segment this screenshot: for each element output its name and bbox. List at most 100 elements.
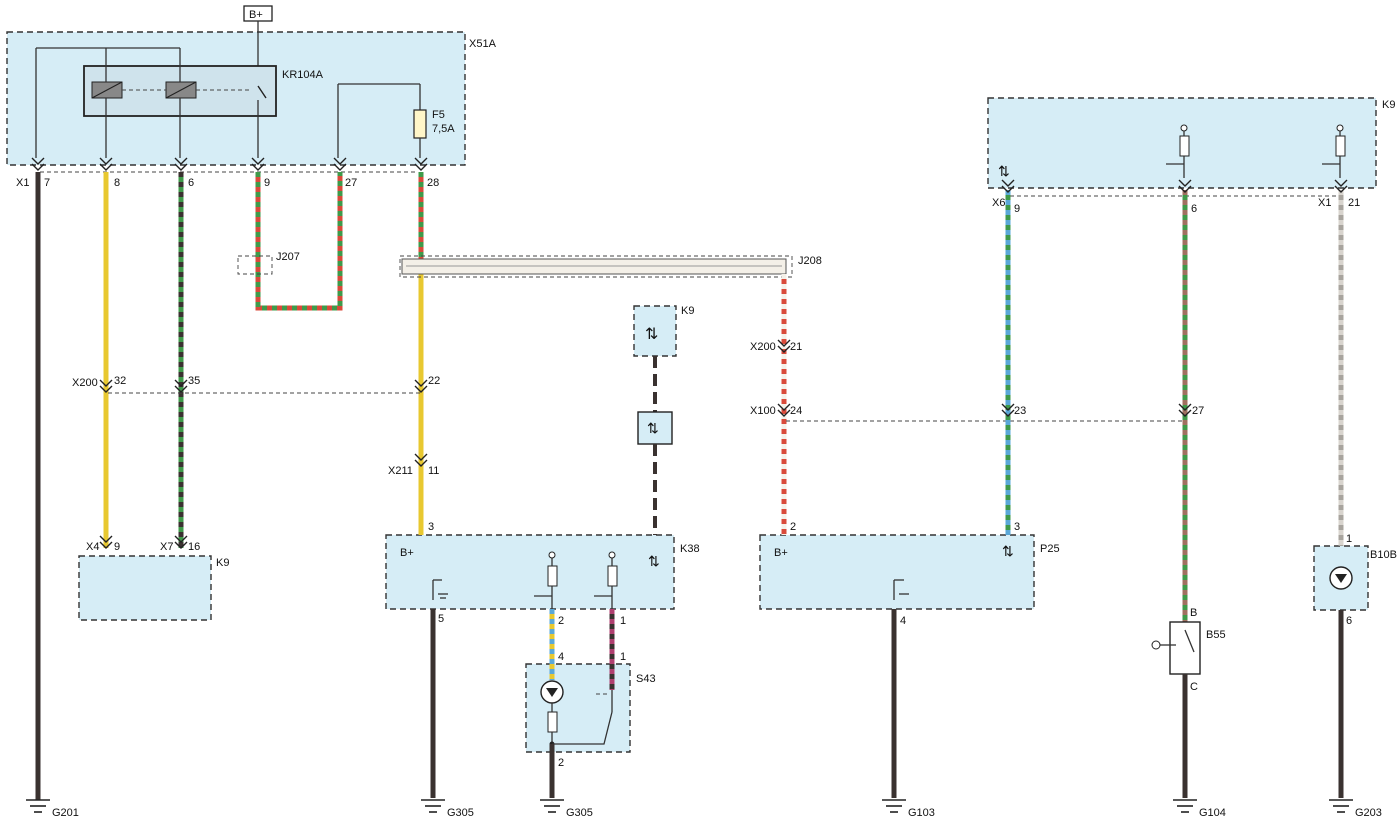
pin-k38-5: 5 <box>438 613 444 625</box>
svg-text:⇅: ⇅ <box>1002 543 1014 559</box>
pin-x1-6: 6 <box>188 177 194 189</box>
s43-label: S43 <box>636 673 656 685</box>
ground-symbol-4 <box>1173 799 1197 813</box>
x51a-label: X51A <box>469 38 497 50</box>
pin-x1-9: 9 <box>264 177 270 189</box>
pin-b10b-1: 1 <box>1346 533 1352 545</box>
fuse-f5 <box>413 109 427 139</box>
pin-p25-3: 3 <box>1014 521 1020 533</box>
fuse-f5-label: F5 <box>432 109 445 121</box>
k9-mid-module <box>633 305 677 357</box>
b10b-label: B10B <box>1370 549 1397 561</box>
pin-x1-27: 27 <box>345 177 357 189</box>
k38-module <box>385 534 675 610</box>
pin-x100-27: 27 <box>1192 405 1204 417</box>
j207-splice <box>237 255 273 275</box>
x100-connector-pin-24 <box>777 403 791 417</box>
k9-left-connector-pin-0 <box>99 535 113 549</box>
p25-label: P25 <box>1040 543 1060 555</box>
pin-x200-22: 22 <box>428 375 440 387</box>
pin-x211-11: 11 <box>428 465 439 477</box>
battery-label: B+ <box>249 9 263 21</box>
pin-x200-35: 35 <box>188 375 200 387</box>
x1-connector-pin-0 <box>31 157 45 171</box>
ground-g201: G201 <box>52 807 79 819</box>
k9-left-module <box>78 555 212 621</box>
ground-symbol-0 <box>26 799 50 813</box>
bus-coupler <box>637 411 673 445</box>
pin-x100-23: 23 <box>1014 405 1026 417</box>
pin-p25-4: 4 <box>900 615 906 627</box>
pin-x1-7: 7 <box>44 177 50 189</box>
pin-x4-9: 9 <box>114 541 120 553</box>
svg-text:⇅: ⇅ <box>998 163 1010 179</box>
x200-mid-label: X200 <box>750 341 776 353</box>
k9-top-connector-pin-2 <box>1334 179 1348 193</box>
x100-connector-pin-23 <box>1001 403 1015 417</box>
ground-symbol-5 <box>1329 799 1353 813</box>
k9-top-connector-pin-1 <box>1178 179 1192 193</box>
pin-p25-2: 2 <box>790 521 796 533</box>
x1-connector-pin-4 <box>333 157 347 171</box>
x1-connector-pin-5 <box>414 157 428 171</box>
j208-label: J208 <box>798 255 822 267</box>
fuse-f5-rating: 7,5A <box>432 123 455 135</box>
relay-contact <box>257 85 267 99</box>
connector-symbols <box>31 157 1348 549</box>
b55-switch <box>1169 621 1201 675</box>
svg-text:⇅: ⇅ <box>645 326 658 343</box>
k38-bplus: B+ <box>400 547 414 559</box>
pin-x6-9: 9 <box>1014 203 1020 215</box>
k9-top-label: K9 <box>1382 99 1395 111</box>
x1-connector-pin-2 <box>174 157 188 171</box>
x211-label: X211 <box>388 465 413 477</box>
pin-x7-16: 16 <box>188 541 200 553</box>
x1-left-label: X1 <box>16 177 29 189</box>
pin-x1-21: 21 <box>1348 197 1360 209</box>
x1-connector-pin-3 <box>251 157 265 171</box>
ground-g104: G104 <box>1199 807 1226 819</box>
k9-left-connector-pin-1 <box>174 535 188 549</box>
k9-left-label: K9 <box>216 557 229 569</box>
pin-s43-1: 1 <box>620 651 626 663</box>
pin-k38-2: 2 <box>558 615 564 627</box>
pin-x100-24: 24 <box>790 405 802 417</box>
p25-module <box>759 534 1035 610</box>
pin-b10b-6: 6 <box>1346 615 1352 627</box>
pin-x200-32: 32 <box>114 375 126 387</box>
j207-label: J207 <box>276 251 300 263</box>
ground-symbol-1 <box>421 799 445 813</box>
x1-right-label: X1 <box>1318 197 1331 209</box>
pin-k9-6: 6 <box>1191 203 1197 215</box>
pin-k38-3: 3 <box>428 521 434 533</box>
x7-label: X7 <box>160 541 173 553</box>
x211-connector-pin <box>414 453 428 467</box>
b55-pin-b: B <box>1190 607 1197 619</box>
ground-symbol-3 <box>882 799 906 813</box>
p25-bplus: B+ <box>774 547 788 559</box>
ground-g103: G103 <box>908 807 935 819</box>
svg-text:⇅: ⇅ <box>647 420 659 436</box>
svg-text:⇅: ⇅ <box>648 553 660 569</box>
x200-connector-pin-0 <box>99 379 113 393</box>
b55-label: B55 <box>1206 629 1226 641</box>
k38-label: K38 <box>680 543 700 555</box>
ground-symbol-2 <box>540 799 564 813</box>
pin-s43-4: 4 <box>558 651 564 663</box>
ground-symbols <box>26 799 1353 813</box>
relay-kr104a-label: KR104A <box>282 69 324 81</box>
pin-x1-28: 28 <box>427 177 439 189</box>
wire-j207-loop <box>255 172 343 311</box>
k9-mid-label: K9 <box>681 305 694 317</box>
pin-x1-8: 8 <box>114 177 120 189</box>
x1-connector-pin-1 <box>99 157 113 171</box>
x6-label: X6 <box>992 197 1005 209</box>
ground-g305b: G305 <box>566 807 593 819</box>
x4-label: X4 <box>86 541 99 553</box>
k9-top-connector-pin-0 <box>1001 179 1015 193</box>
x200-mid-connector-pin <box>777 339 791 353</box>
x200-left-label: X200 <box>72 377 98 389</box>
x100-label: X100 <box>750 405 776 417</box>
b55-pin-c: C <box>1190 681 1198 693</box>
